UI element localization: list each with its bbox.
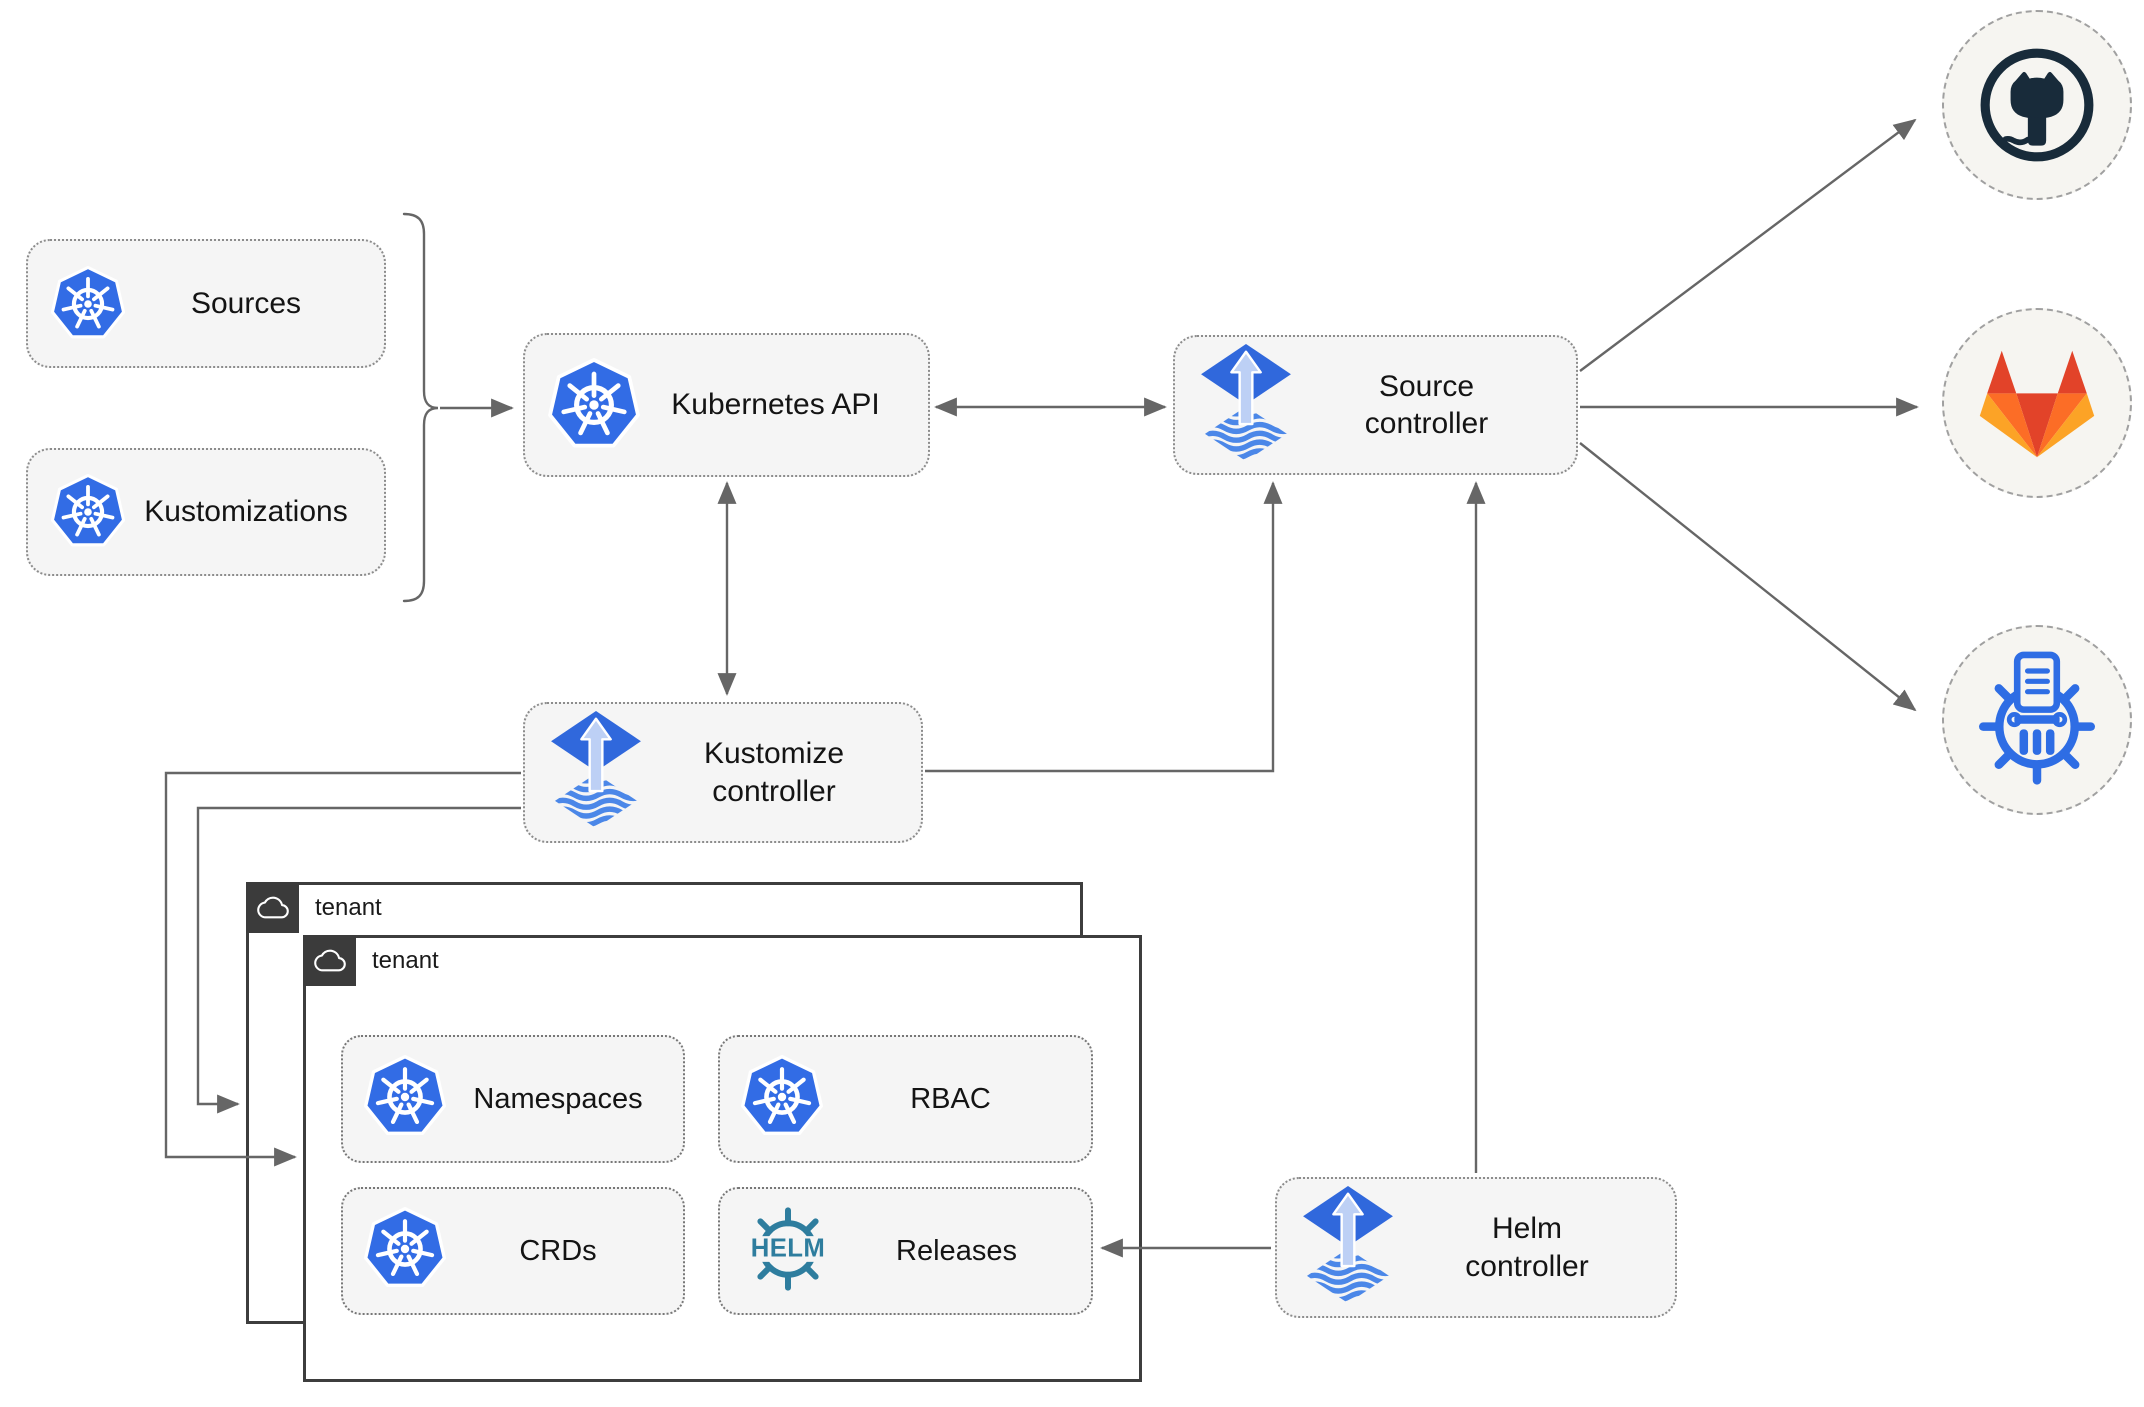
tenant-outer-tab	[246, 882, 299, 933]
kustomize-controller-label-line2: controller	[712, 774, 836, 808]
chart-repository-icon	[1971, 649, 2103, 791]
crds-label: CRDs	[519, 1234, 597, 1267]
edge-source-to-github	[1579, 118, 1917, 372]
kubernetes-icon	[50, 266, 126, 342]
github-icon	[1976, 44, 2098, 166]
edge-kustomize-to-source-controller	[925, 481, 1283, 773]
helm-controller-node: Helm controller	[1275, 1177, 1677, 1318]
kubernetes-api-node: Kubernetes API	[523, 333, 930, 477]
flux-icon	[547, 709, 645, 836]
namespaces-label: Namespaces	[473, 1082, 643, 1115]
rbac-label: RBAC	[910, 1082, 991, 1115]
helm-controller-label-line1: Helm	[1491, 1212, 1562, 1245]
brace-sources-kustomizations	[402, 212, 439, 603]
source-controller-node: Source controller	[1173, 335, 1578, 475]
sources-node: Sources	[26, 239, 386, 368]
cloud-icon	[257, 895, 289, 920]
flux-icon	[1197, 342, 1295, 469]
kustomizations-node: Kustomizations	[26, 448, 386, 576]
kustomizations-label: Kustomizations	[144, 495, 348, 529]
source-controller-label-line1: Source	[1378, 369, 1475, 403]
helm-chart-repository	[1942, 625, 2132, 815]
gitlab-icon	[1976, 347, 2098, 459]
tenant-inner-label: tenant	[372, 946, 439, 974]
flux-icon	[1299, 1184, 1397, 1311]
kubernetes-icon	[363, 1207, 447, 1296]
helm-controller-label-line2: controller	[1465, 1249, 1589, 1283]
github-repository	[1942, 10, 2132, 200]
gitlab-repository	[1942, 308, 2132, 498]
kubernetes-icon	[740, 1055, 824, 1144]
releases-label: Releases	[896, 1234, 1017, 1267]
kustomize-controller-node: Kustomize controller	[523, 702, 923, 843]
sources-label: Sources	[190, 286, 302, 320]
kustomize-controller-label-line1: Kustomize	[703, 737, 845, 770]
kubernetes-icon	[50, 474, 126, 550]
kustomize-controller-label: Kustomize controller	[645, 735, 903, 810]
helm-icon: HELM	[740, 1201, 836, 1302]
cloud-icon	[314, 948, 346, 973]
helm-wheel-text: HELM	[751, 1234, 826, 1262]
helm-controller-label: Helm controller	[1397, 1210, 1657, 1285]
kubernetes-api-label: Kubernetes API	[671, 388, 880, 422]
source-controller-label-line2: controller	[1364, 407, 1489, 440]
edge-source-to-chart-repository	[1579, 442, 1917, 712]
source-controller-label: Source controller	[1295, 368, 1558, 443]
namespaces-node: Namespaces	[341, 1035, 685, 1163]
tenant-inner-tab	[303, 935, 356, 986]
kubernetes-icon	[363, 1055, 447, 1144]
tenant-group-inner: tenant Namespaces RBAC CRDs	[303, 935, 1142, 1382]
crds-node: CRDs	[341, 1187, 685, 1315]
rbac-node: RBAC	[718, 1035, 1093, 1163]
releases-node: HELM Releases	[718, 1187, 1093, 1315]
tenant-outer-label: tenant	[315, 893, 382, 921]
kubernetes-icon	[547, 358, 641, 452]
